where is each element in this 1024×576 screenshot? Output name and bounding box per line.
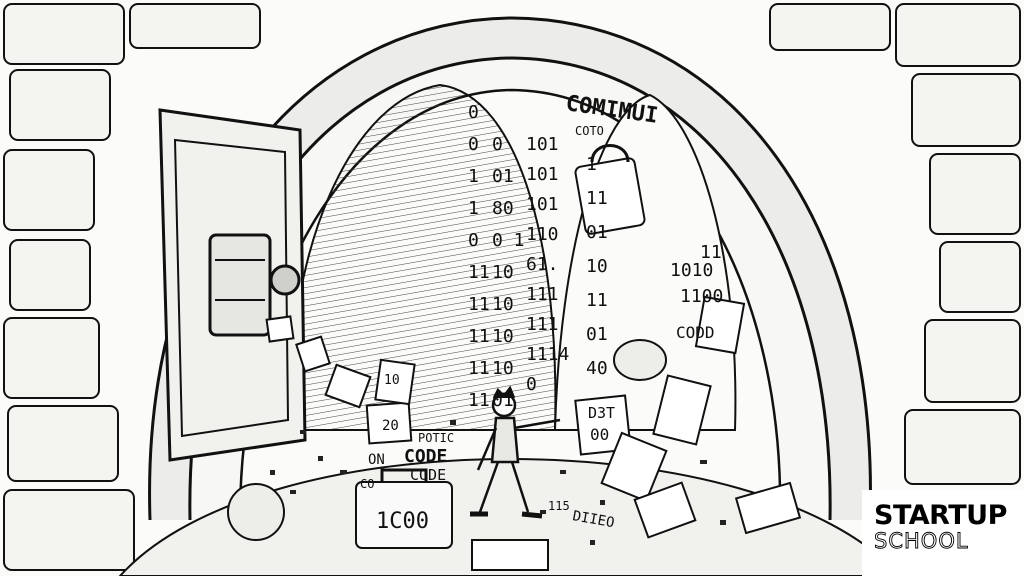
logo-line-startup: STARTUP — [874, 500, 1007, 531]
label-tile-20: 20 — [382, 418, 399, 434]
code-column-2-line: 10 — [492, 294, 514, 315]
code-column-4-line: 11 — [586, 188, 608, 209]
code-column-1-line: 0 — [468, 230, 479, 251]
label-code-2: CODE — [410, 466, 446, 484]
code-column-4-line: 40 — [586, 358, 608, 379]
code-column-1-line: 0 — [468, 134, 479, 155]
label-floor: DIIEO — [571, 508, 615, 531]
code-labels: COMIMUI COTO 1010 11 1100 CODD CODE CODE… — [360, 91, 723, 534]
vault-floor — [118, 458, 902, 576]
code-column-2-line: 01 — [492, 390, 514, 411]
label-tile-10: 10 — [384, 373, 400, 388]
code-column-3-line: 61. — [526, 254, 559, 275]
label-code-1: CODE — [404, 446, 447, 467]
code-column-2-line: 10 — [492, 326, 514, 347]
label-codd: CODD — [676, 323, 715, 342]
code-column-1-line: 11 — [468, 390, 490, 411]
code-column-3-line: 110 — [526, 224, 559, 245]
logo-line-school: SCHOOL — [874, 529, 969, 553]
person-figure — [470, 385, 561, 519]
code-column-3-line: 0 — [526, 374, 537, 395]
code-column-1-line: 11 — [468, 358, 490, 379]
label-right-bits-2: 11 — [700, 242, 722, 263]
code-column-2-line: 0 1 — [492, 230, 525, 251]
code-column-4-line: 01 — [586, 324, 608, 345]
code-column-2-line: 0 — [492, 134, 503, 155]
code-column-2-line: 01 — [492, 166, 514, 187]
code-column-1-line: 11 — [468, 262, 490, 283]
code-column-3-line: 111 — [526, 314, 559, 335]
code-column-4-line: 10 — [586, 256, 608, 277]
label-potic: POTIC — [418, 431, 454, 445]
label-tile-00: 00 — [590, 425, 609, 444]
code-column-1-line: 11 — [468, 294, 490, 315]
label-on: ON — [368, 452, 385, 468]
code-column-1-line: 1 — [468, 198, 479, 219]
label-right-bits-1: 1010 — [670, 260, 713, 281]
scattered-objects — [227, 144, 802, 571]
code-column-4-line: 1 — [586, 154, 597, 175]
vault-door — [158, 108, 307, 462]
code-column-4-line: 11 — [586, 290, 608, 311]
label-floor-2: 115 — [548, 499, 570, 513]
label-right-bits-3: 1100 — [680, 286, 723, 307]
code-column-3-line: 111 — [526, 284, 559, 305]
label-code-small: CO — [360, 477, 374, 491]
code-column-1-line: 11 — [468, 326, 490, 347]
code-column-2-line: 10 — [492, 262, 514, 283]
code-column-1-line: 1 — [468, 166, 479, 187]
code-column-3-line: 101 — [526, 194, 559, 215]
stone-wall — [3, 3, 1021, 571]
label-coto: COTO — [575, 124, 604, 138]
code-column-1-line: 0 — [468, 102, 479, 123]
debris — [270, 420, 726, 545]
startup-school-logo: STARTUP SCHOOL — [862, 490, 1024, 576]
code-column-4-line: 01 — [586, 222, 608, 243]
code-column-3-line: 101 — [526, 134, 559, 155]
code-column-3-line: 1114 — [526, 344, 569, 365]
label-tile-dat: D3T — [588, 404, 615, 422]
code-column-2-line: 10 — [492, 358, 514, 379]
code-column-2-line: 80 — [492, 198, 514, 219]
code-column-3-line: 101 — [526, 164, 559, 185]
label-briefcase: 1C00 — [376, 509, 429, 534]
